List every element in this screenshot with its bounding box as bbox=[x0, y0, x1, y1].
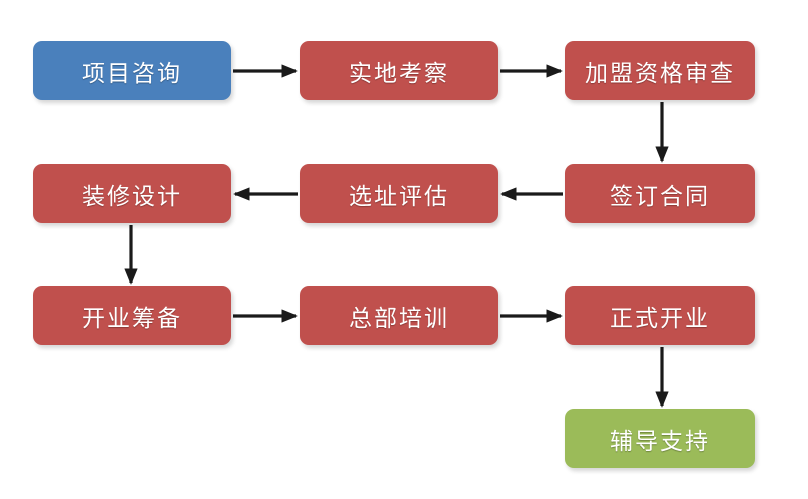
flow-node-label: 开业筹备 bbox=[82, 304, 182, 331]
flow-node-label: 选址评估 bbox=[349, 182, 449, 209]
flow-node-label: 签订合同 bbox=[610, 182, 710, 209]
flow-node-label: 辅导支持 bbox=[610, 427, 710, 454]
flow-node-n6[interactable]: 装修设计 bbox=[33, 164, 231, 223]
flow-node-n2[interactable]: 实地考察 bbox=[300, 41, 498, 100]
flow-node-label: 总部培训 bbox=[349, 304, 449, 331]
flow-node-label: 加盟资格审查 bbox=[585, 59, 735, 86]
flow-node-n10[interactable]: 辅导支持 bbox=[565, 409, 755, 468]
flow-node-label: 实地考察 bbox=[349, 59, 449, 86]
flow-node-n5[interactable]: 选址评估 bbox=[300, 164, 498, 223]
flow-node-n3[interactable]: 加盟资格审查 bbox=[565, 41, 755, 100]
flow-node-n8[interactable]: 总部培训 bbox=[300, 286, 498, 345]
flow-node-label: 项目咨询 bbox=[82, 59, 182, 86]
flow-node-n9[interactable]: 正式开业 bbox=[565, 286, 755, 345]
flow-node-label: 正式开业 bbox=[610, 304, 710, 331]
flow-node-n4[interactable]: 签订合同 bbox=[565, 164, 755, 223]
flow-node-n7[interactable]: 开业筹备 bbox=[33, 286, 231, 345]
flow-node-label: 装修设计 bbox=[82, 182, 182, 209]
flow-node-n1[interactable]: 项目咨询 bbox=[33, 41, 231, 100]
